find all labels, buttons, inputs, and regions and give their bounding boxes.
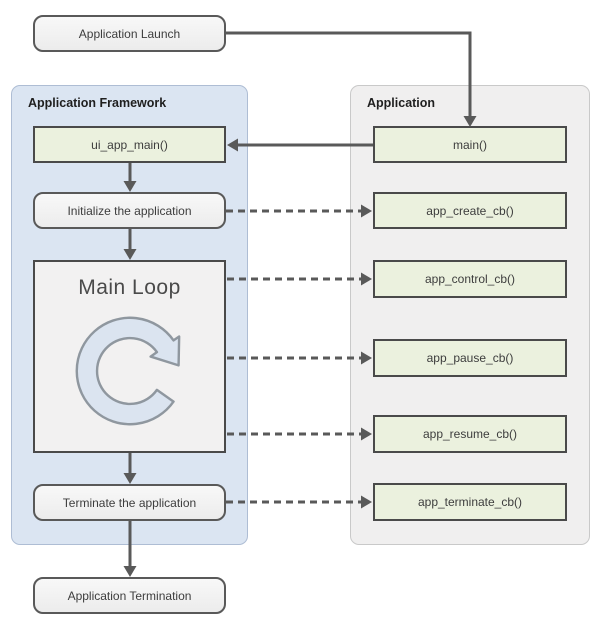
main-loop-refresh-icon [75,316,181,426]
initialize-application-label: Initialize the application [67,203,192,218]
app-control-cb-box: app_control_cb() [373,260,567,298]
application-title: Application [367,96,436,110]
arrowhead-terminate-to-termination [123,566,137,577]
initialize-application-box: Initialize the application [33,192,226,229]
main-label: main() [452,137,487,152]
ui-app-main-label: ui_app_main() [91,137,168,152]
application-framework-title: Application Framework [28,96,167,110]
main-loop-label: Main Loop [78,276,181,299]
application-launch-label: Application Launch [78,26,181,41]
app-resume-cb-label: app_resume_cb() [422,427,518,441]
app-terminate-cb-box: app_terminate_cb() [373,483,567,521]
application-launch-box: Application Launch [33,15,226,52]
app-create-cb-label: app_create_cb() [426,203,514,218]
app-control-cb-label: app_control_cb() [424,272,516,286]
main-loop-box: Main Loop [33,260,226,453]
app-pause-cb-label: app_pause_cb() [426,351,514,365]
application-termination-box: Application Termination [33,577,226,614]
main-box: main() [373,126,567,163]
ui-app-main-box: ui_app_main() [33,126,226,163]
app-resume-cb-box: app_resume_cb() [373,415,567,453]
application-termination-label: Application Termination [67,588,192,603]
app-create-cb-box: app_create_cb() [373,192,567,229]
app-pause-cb-box: app_pause_cb() [373,339,567,377]
terminate-application-box: Terminate the application [33,484,226,521]
app-terminate-cb-label: app_terminate_cb() [417,495,523,509]
terminate-application-label: Terminate the application [62,495,197,510]
